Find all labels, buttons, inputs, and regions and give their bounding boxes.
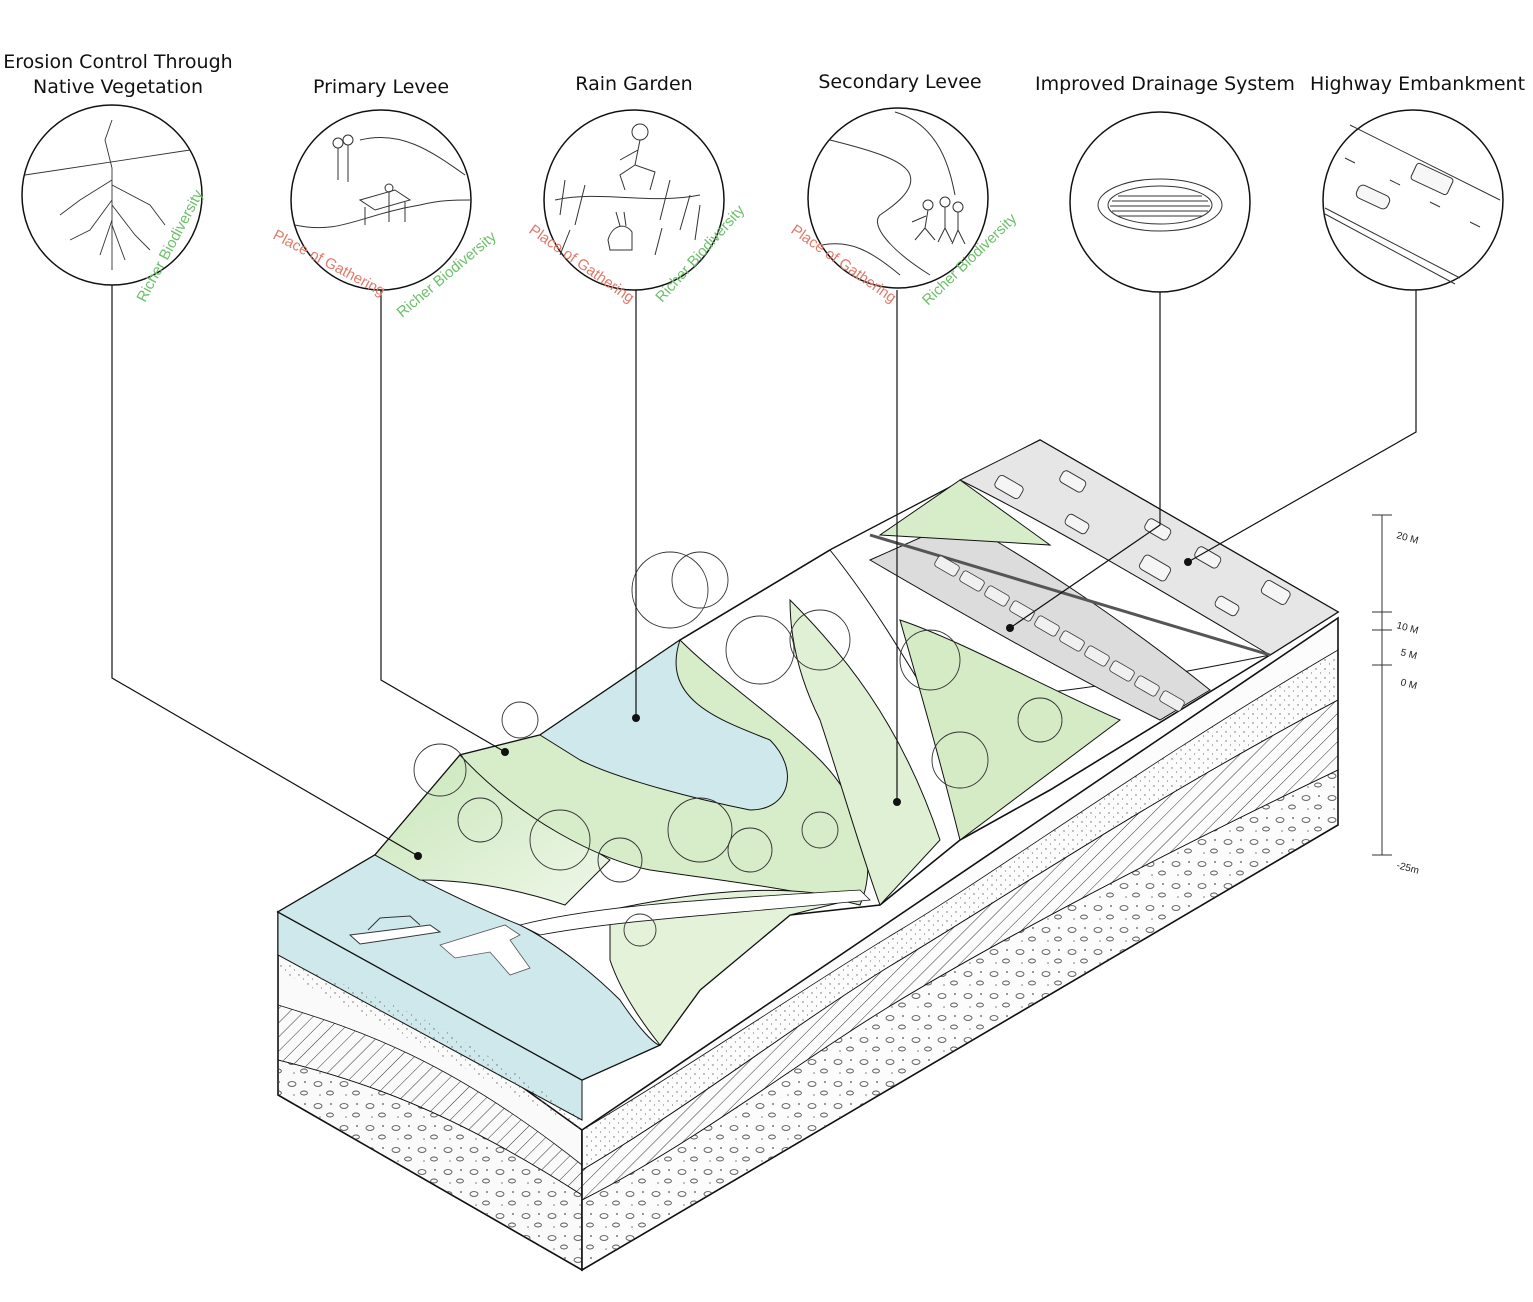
boat-icon <box>348 915 442 945</box>
rain-garden-pond <box>539 638 788 811</box>
leader-lines <box>111 285 1417 857</box>
callout-bubble-secondary-levee: Place of Gathering Richer Biodiversity <box>788 107 1020 309</box>
title-secondary-levee: Secondary Levee <box>818 71 982 93</box>
river-water <box>276 854 661 1081</box>
title-rain-garden: Rain Garden <box>575 73 693 95</box>
running-children-icon <box>821 111 966 276</box>
roots-icon <box>24 119 191 270</box>
dock <box>439 924 531 976</box>
scale-label-20: 20 M <box>1395 530 1419 546</box>
parked-cars <box>934 555 1185 712</box>
highway-cars-icon <box>1324 124 1501 285</box>
title-highway-embankment: Highway Embankment <box>1309 73 1526 95</box>
elevation-scale: 20 M 10 M 5 M 0 M -25m <box>1372 514 1420 877</box>
title-improved-drainage: Improved Drainage System <box>1035 73 1295 95</box>
title-primary-levee: Primary Levee <box>312 76 450 98</box>
callout-bubble-drainage <box>1069 111 1251 293</box>
callout-bubble-rain-garden: Place of Gathering Richer Biodiversity <box>526 109 748 307</box>
person-rabbit-plants-icon <box>554 123 701 256</box>
callout-bubble-highway <box>1322 109 1504 291</box>
callout-bubble-erosion: Richer Biodiversity <box>21 104 207 305</box>
block-top-surface <box>276 439 1340 1081</box>
scale-label-5: 5 M <box>1399 647 1418 662</box>
tree-canopies <box>413 551 1063 947</box>
leader-dots <box>414 558 1192 860</box>
scale-label-minus-25: -25m <box>1395 860 1420 877</box>
block-front-face <box>277 910 583 1272</box>
callout-bubble-primary-levee: Place of Gathering Richer Biodiversity <box>270 109 500 321</box>
scale-label-0: 0 M <box>1399 677 1418 692</box>
highway-cars <box>994 470 1291 617</box>
drain-grate-icon <box>1097 178 1223 232</box>
bench-people-icon <box>294 134 471 229</box>
block-side-face <box>581 616 1339 1272</box>
title-erosion-control: Erosion Control Through Native Vegetatio… <box>3 51 233 98</box>
scale-label-10: 10 M <box>1395 620 1419 636</box>
